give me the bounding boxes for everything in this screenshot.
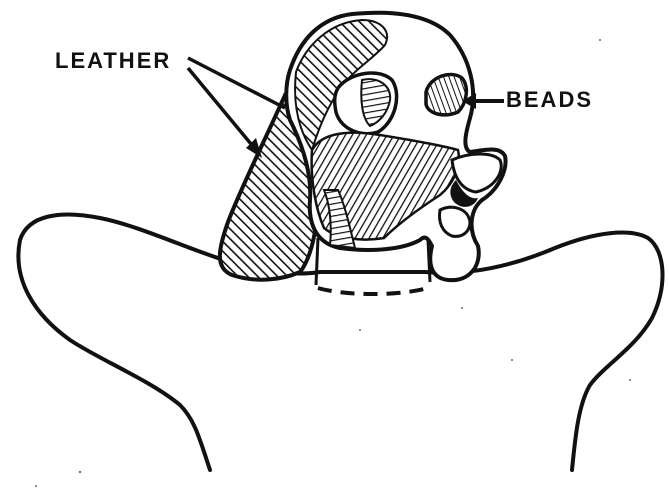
beads-label: BEADS (506, 87, 593, 112)
jaw-detail (440, 207, 471, 236)
leather-label: LEATHER (55, 48, 171, 73)
leather-pointer-lower (188, 68, 256, 150)
neck-dashed-line (318, 288, 428, 294)
body-outline (18, 214, 662, 470)
right-eye-opening (426, 74, 466, 114)
